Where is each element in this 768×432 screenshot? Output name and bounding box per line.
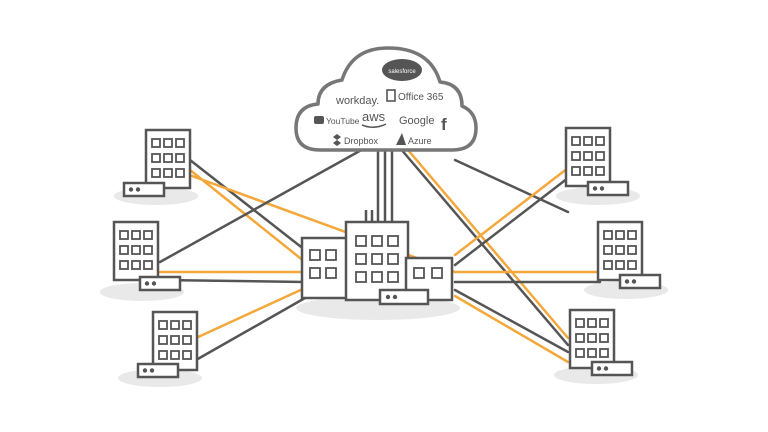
router-icon — [138, 275, 182, 292]
branch-office-6 — [568, 308, 634, 377]
cloud-logos: salesforce workday. Office 365 aws YouTu… — [314, 59, 447, 146]
link-orange — [188, 168, 307, 264]
link-gray — [188, 158, 307, 252]
facebook-label: f — [441, 115, 447, 134]
link-gray — [194, 296, 307, 362]
branch-office-3 — [136, 310, 199, 379]
link-gray — [158, 146, 367, 264]
dropbox-logo: Dropbox — [333, 134, 379, 146]
office-building-icon — [144, 128, 192, 190]
aws-logo: aws — [361, 109, 387, 128]
link-orange — [406, 148, 570, 340]
salesforce-logo: salesforce — [382, 59, 422, 81]
office-building-icon — [568, 308, 616, 370]
connection-lines — [158, 146, 602, 364]
link-orange — [453, 294, 570, 364]
azure-label: Azure — [408, 136, 432, 146]
link-orange — [453, 166, 570, 257]
link-gray — [398, 146, 570, 347]
router-icon — [590, 360, 634, 377]
branch-office-5 — [596, 220, 662, 290]
office-building-icon — [596, 220, 644, 282]
router-icon — [618, 273, 662, 290]
branch-office-1 — [122, 128, 192, 198]
branch-office-2 — [112, 220, 182, 292]
router-icon — [586, 180, 630, 197]
dropbox-label: Dropbox — [344, 136, 379, 146]
youtube-label: YouTube — [326, 116, 360, 126]
salesforce-label: salesforce — [388, 69, 416, 75]
router-icon — [136, 362, 180, 379]
branch-office-4 — [564, 126, 630, 197]
link-gray — [453, 288, 570, 354]
router-icon — [378, 288, 430, 306]
office-building-icon — [564, 126, 612, 188]
cloud-icon — [294, 46, 478, 152]
aws-label: aws — [362, 109, 386, 124]
link-gray — [453, 158, 570, 214]
office-building-icon — [151, 310, 199, 372]
youtube-logo: YouTube — [314, 116, 360, 126]
link-gray — [158, 278, 307, 284]
router-icon — [122, 181, 166, 198]
google-label: Google — [399, 115, 434, 127]
link-gray — [453, 176, 570, 267]
link-orange — [194, 286, 307, 340]
office365-label: Office 365 — [398, 92, 444, 103]
link-orange — [190, 174, 457, 274]
workday-label: workday. — [335, 95, 379, 107]
office365-logo: Office 365 — [386, 89, 444, 103]
azure-logo: Azure — [396, 133, 432, 146]
office-building-icon — [112, 220, 160, 282]
